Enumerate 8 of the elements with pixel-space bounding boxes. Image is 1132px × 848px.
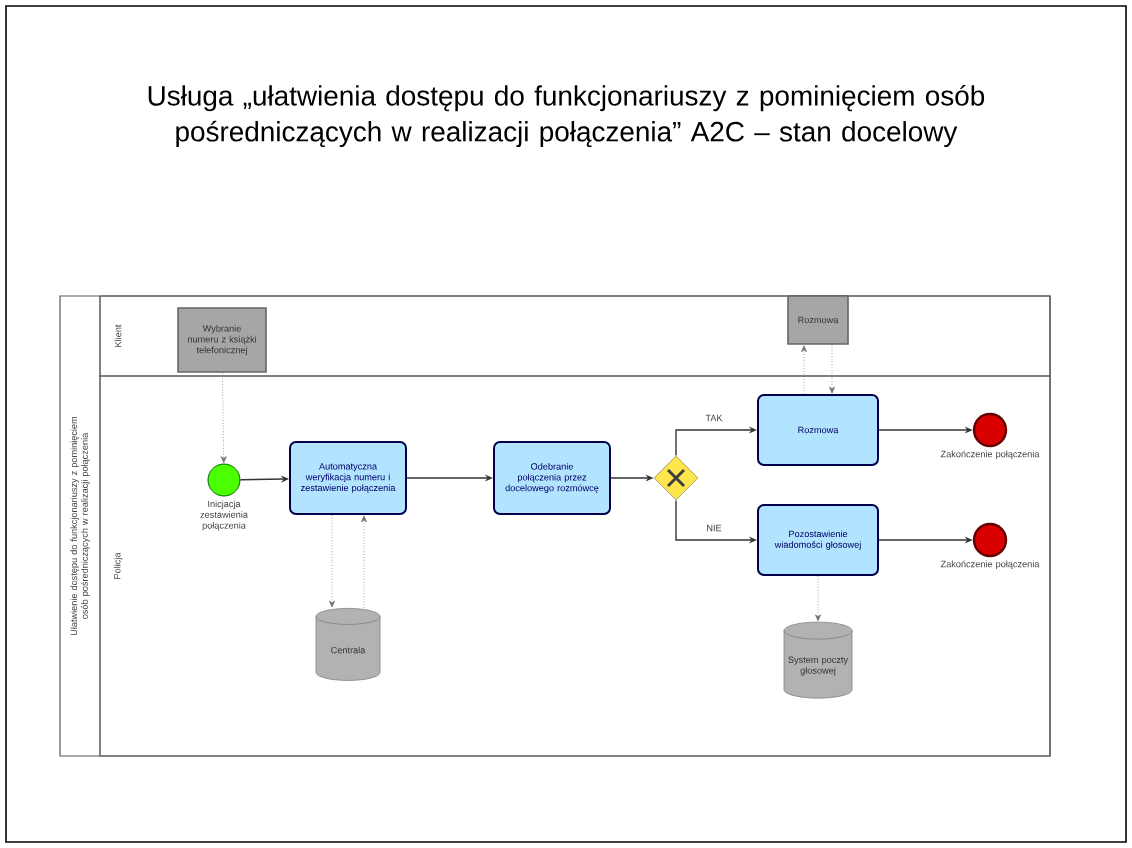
arrow (329, 514, 335, 608)
title: Usługa „ułatwienia dostępu do funkcjonariuszy z pominięciem osób pośredniczących w realizacji połączenia” A2C – stan docelowy (148, 84, 985, 148)
arrow (801, 345, 807, 395)
arrow (815, 575, 821, 622)
arrow (361, 515, 367, 609)
arrow (829, 344, 835, 394)
arrow (220, 372, 227, 463)
gateway-diamond (653, 455, 699, 501)
